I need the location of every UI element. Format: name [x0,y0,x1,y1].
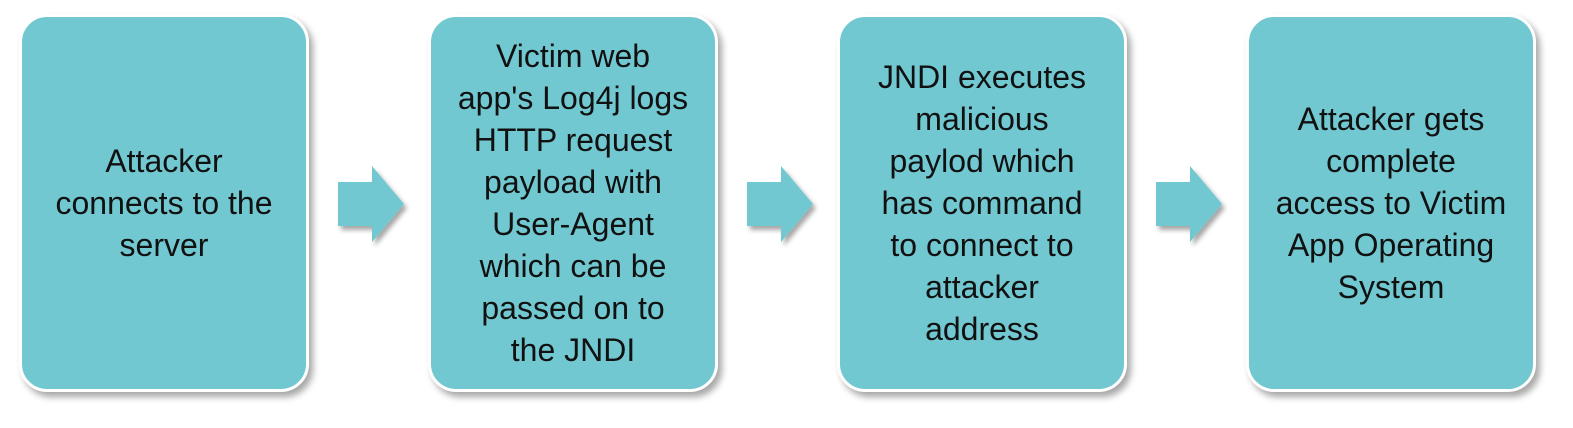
right-arrow-icon [747,166,813,242]
right-arrow-icon [338,166,404,242]
right-arrow-icon [1156,166,1222,242]
